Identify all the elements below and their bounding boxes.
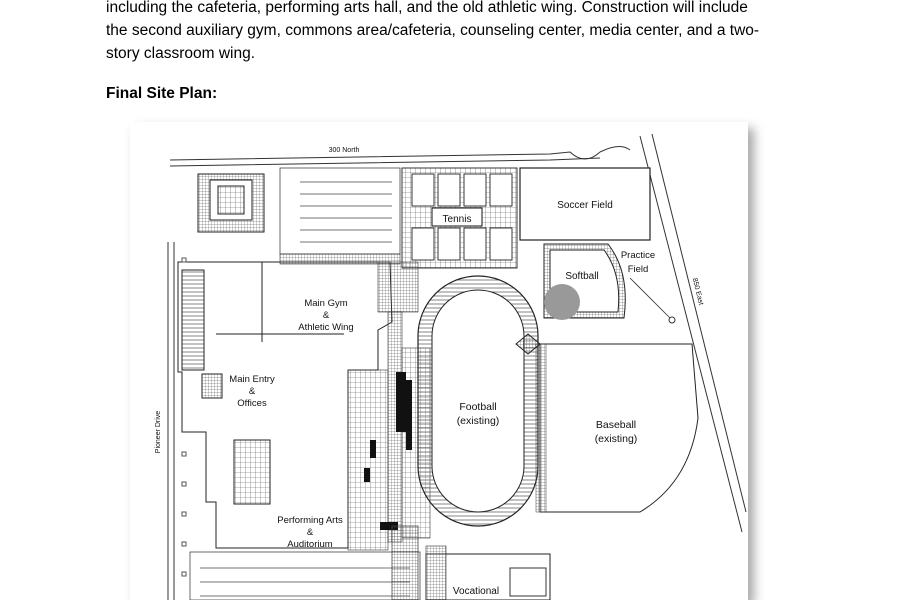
performing-arts-label-line3: Auditorium (287, 539, 332, 550)
street-300-north-label: 300 North (329, 147, 360, 154)
main-gym-label-line2: & (323, 310, 330, 321)
section-heading: Final Site Plan: (106, 85, 218, 102)
performing-arts-label-line1: Performing Arts (277, 515, 343, 526)
north-parking-lot (279, 167, 401, 255)
street-850-east-label: 850 East (691, 277, 704, 306)
tree-row (181, 257, 187, 577)
body-paragraph: including the cafeteria, performing arts… (106, 0, 806, 65)
performing-arts-label-line2: & (307, 527, 314, 538)
street-pioneer-drive-label: Pioneer Drive (155, 411, 162, 454)
bleachers (364, 372, 412, 530)
church-building (197, 173, 265, 233)
main-entry-label-line1: Main Entry (229, 374, 275, 385)
running-track (417, 275, 539, 527)
baseball-field (515, 333, 699, 513)
paragraph-line-2: the second auxiliary gym, commons area/c… (106, 22, 760, 39)
soccer-field-label: Soccer Field (557, 200, 613, 211)
baseball-label-line2: (existing) (595, 433, 638, 445)
south-parking-lot (189, 525, 421, 600)
site-plan-drawing: Tennis Soccer Field Softball Practice Fi… (155, 133, 747, 600)
softball-field (543, 243, 626, 320)
main-gym-label-line1: Main Gym (304, 298, 347, 309)
light-pole-symbol (668, 316, 676, 324)
practice-field-label-line2: Field (628, 264, 649, 275)
tennis-label: Tennis (443, 214, 472, 225)
paragraph-line-1: including the cafeteria, performing arts… (106, 0, 748, 16)
main-gym-label-line3: Athletic Wing (298, 322, 353, 333)
road-pioneer-drive (167, 242, 175, 600)
practice-field-label-line1: Practice (621, 250, 655, 261)
practice-field-leader-line (629, 277, 671, 319)
baseball-label-line1: Baseball (596, 419, 636, 431)
paragraph-line-3: story classroom wing. (106, 45, 256, 62)
vocational-building (425, 545, 551, 600)
soccer-field (519, 167, 651, 241)
softball-label: Softball (565, 271, 598, 282)
vocational-label: Vocational (453, 586, 499, 597)
football-label-line2: (existing) (457, 415, 500, 427)
main-school-building (177, 261, 393, 549)
tennis-courts (401, 167, 518, 269)
main-entry-label-line2: & (249, 386, 256, 397)
football-label-line1: Football (459, 401, 496, 413)
site-plan-figure: Tennis Soccer Field Softball Practice Fi… (130, 122, 748, 600)
road-850-east (639, 133, 747, 533)
main-entry-label-line3: Offices (237, 398, 267, 409)
road-300-north (169, 146, 631, 167)
